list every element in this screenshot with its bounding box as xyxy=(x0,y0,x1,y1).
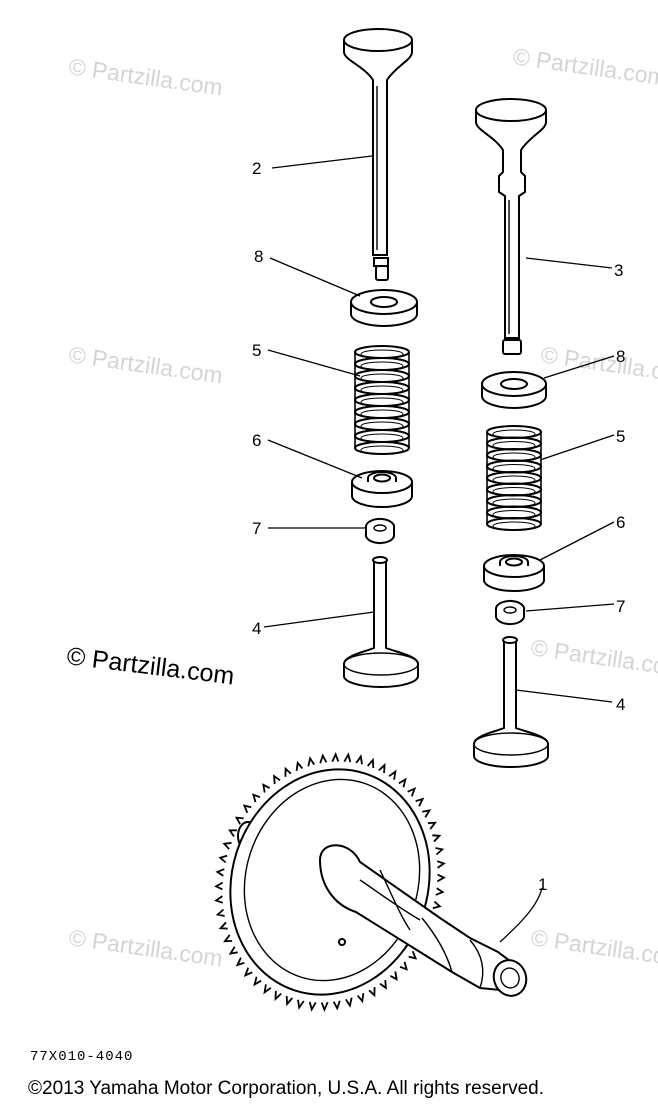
exhaust-valve xyxy=(475,98,547,355)
camshaft-gear xyxy=(214,751,528,1013)
valve-lifter-left xyxy=(343,556,419,688)
watermark-text: © Partzilla.com xyxy=(529,924,658,971)
copyright-text: ©2013 Yamaha Motor Corporation, U.S.A. A… xyxy=(28,1078,544,1099)
callout-8-right: 8 xyxy=(616,347,625,366)
callout-4-right: 4 xyxy=(616,695,625,714)
intake-valve xyxy=(343,28,413,281)
watermark-main: © Partzilla.com xyxy=(65,642,236,690)
spring-seat-left xyxy=(350,289,418,327)
callout-6-right: 6 xyxy=(616,513,625,532)
spring-retainer-left xyxy=(351,470,413,508)
valve-spring-right xyxy=(486,425,542,531)
part-number: 77X010-4040 xyxy=(30,1049,133,1065)
valve-cotter-right xyxy=(494,599,526,626)
callout-2: 2 xyxy=(252,159,261,178)
watermark-text: © Partzilla.com xyxy=(511,43,658,90)
callout-1: 1 xyxy=(538,875,547,894)
watermark-text: © Partzilla.com xyxy=(529,634,658,681)
watermark-text: © Partzilla.com xyxy=(67,924,224,971)
callout-4-left: 4 xyxy=(252,619,261,638)
valve-lifter-right xyxy=(473,636,549,768)
callout-labels: 2 3 8 8 5 5 6 6 7 7 4 4 1 xyxy=(252,159,625,894)
callout-5-right: 5 xyxy=(616,427,625,446)
watermark-text: © Partzilla.com xyxy=(67,341,224,388)
callout-8-left: 8 xyxy=(254,247,263,266)
valve-spring-left xyxy=(354,345,410,455)
watermark-text: © Partzilla.com xyxy=(67,53,224,100)
leader-lines xyxy=(263,155,615,943)
callout-5-left: 5 xyxy=(252,341,261,360)
callout-7-left: 7 xyxy=(252,519,261,538)
callout-6-left: 6 xyxy=(252,431,261,450)
callout-3: 3 xyxy=(614,261,623,280)
spring-retainer-right xyxy=(483,554,545,592)
spring-seat-right xyxy=(481,371,547,409)
callout-7-right: 7 xyxy=(616,597,625,616)
valve-cotter-left xyxy=(364,517,396,545)
watermark-text: © Partzilla.com xyxy=(539,341,658,388)
